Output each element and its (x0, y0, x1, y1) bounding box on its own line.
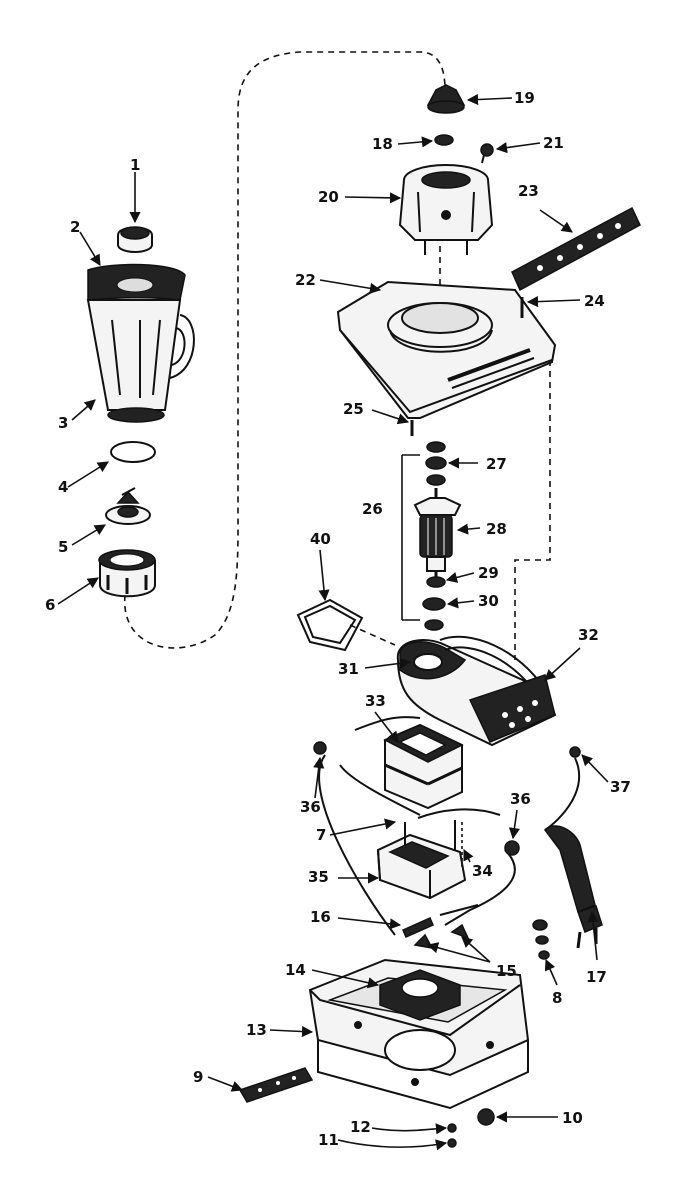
part-strain-relief-37 (569, 746, 581, 758)
callout-33: 33 (365, 692, 386, 710)
callout-31: 31 (338, 660, 359, 678)
part-collar (398, 164, 494, 255)
callout-29: 29 (478, 564, 499, 582)
callout-6: 6 (45, 596, 55, 614)
part-armature (413, 488, 462, 580)
part-wire-nut-16 (402, 917, 434, 938)
callout-26: 26 (362, 500, 383, 518)
part-washer-bottom (424, 619, 444, 631)
part-screw-12 (447, 1123, 457, 1133)
part-switch-14 (379, 969, 461, 1021)
callout-3: 3 (58, 414, 68, 432)
blender-jar-assembly (86, 226, 195, 598)
callout-5: 5 (58, 538, 68, 556)
callout-30: 30 (478, 592, 499, 610)
part-grommet-36-left (313, 741, 327, 755)
callout-18: 18 (372, 135, 393, 153)
callout-36-right: 36 (510, 790, 531, 808)
part-screw-21 (480, 143, 494, 157)
callout-14: 14 (285, 961, 306, 979)
callout-40: 40 (310, 530, 331, 548)
callout-23: 23 (518, 182, 539, 200)
part-motor-mount (376, 820, 467, 900)
callout-11: 11 (318, 1131, 339, 1149)
part-field-coil (383, 723, 464, 810)
part-washer-29 (426, 576, 446, 588)
part-bearing-30 (422, 597, 446, 611)
callout-13: 13 (246, 1021, 267, 1039)
callout-24: 24 (584, 292, 605, 310)
part-lid-cap (117, 226, 153, 253)
part-gasket-40 (296, 598, 364, 652)
part-jar (86, 299, 195, 423)
callout-20: 20 (318, 188, 339, 206)
callout-7: 7 (316, 826, 326, 844)
callout-32: 32 (578, 626, 599, 644)
housing-guide-line (514, 360, 551, 660)
leader-lines (57, 93, 609, 1151)
callout-22: 22 (295, 271, 316, 289)
callout-labels: 1 2 3 4 5 6 7 8 9 10 11 12 13 14 15 16 1… (45, 89, 631, 1149)
callout-16: 16 (310, 908, 331, 926)
part-screw-11 (447, 1138, 457, 1148)
callout-4: 4 (58, 478, 68, 496)
part-washer-18 (434, 134, 454, 146)
part-grommet-36-right (504, 840, 520, 856)
part-top-housing (336, 280, 557, 419)
part-motor-housing (396, 635, 557, 747)
part-bearing-27 (425, 456, 447, 470)
drive-coupling (398, 84, 494, 255)
callout-9: 9 (193, 1068, 203, 1086)
callout-25: 25 (343, 400, 364, 418)
part-fasteners-8 (532, 919, 550, 960)
callout-1: 1 (130, 156, 140, 174)
part-jar-gasket (110, 441, 156, 463)
jar-to-motor-guide-line (124, 51, 446, 649)
part-jar-base (98, 549, 156, 598)
internal-wiring (318, 716, 516, 936)
callout-21: 21 (543, 134, 564, 152)
part-blade-assembly (105, 487, 151, 525)
callout-28: 28 (486, 520, 507, 538)
callout-34: 34 (472, 862, 493, 880)
part-switch-plate (511, 206, 641, 292)
callout-17: 17 (586, 968, 607, 986)
callout-10: 10 (562, 1109, 583, 1127)
part-washer-top (426, 441, 446, 453)
callout-2: 2 (70, 218, 80, 236)
callout-19: 19 (514, 89, 535, 107)
motor-armature-assembly (401, 441, 462, 631)
callout-8: 8 (552, 989, 562, 1007)
callout-27: 27 (486, 455, 507, 473)
part-foot-10 (477, 1108, 495, 1126)
gasket-guide-line (349, 624, 396, 646)
callout-15: 15 (496, 962, 517, 980)
callout-35: 35 (308, 868, 329, 886)
callout-37: 37 (610, 778, 631, 796)
callout-12: 12 (350, 1118, 371, 1136)
callout-36-left: 36 (300, 798, 321, 816)
part-label-plate-9 (238, 1067, 314, 1103)
part-washer-mid (426, 474, 446, 486)
